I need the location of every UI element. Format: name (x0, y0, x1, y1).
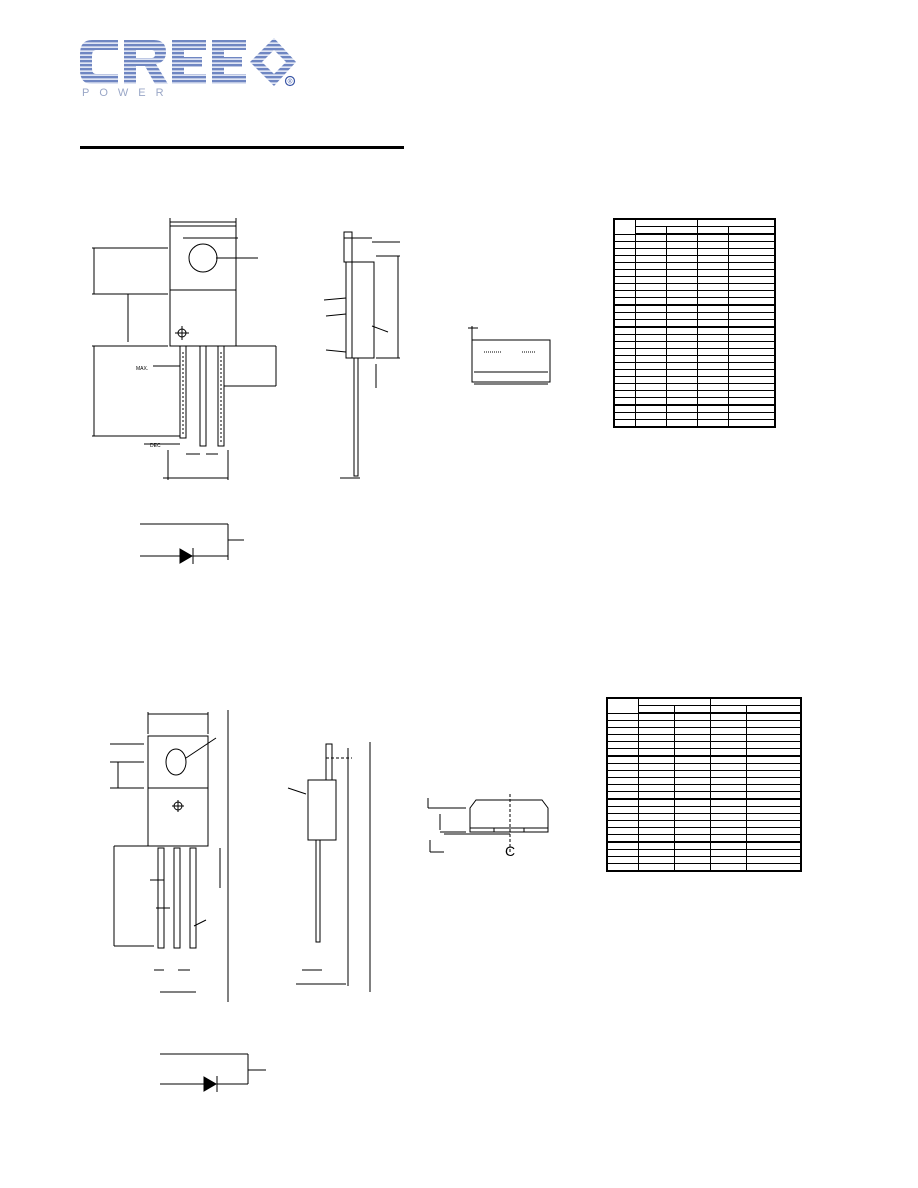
table-row (606, 727, 802, 735)
table-row (606, 813, 802, 821)
table-row (613, 369, 776, 377)
table-row (613, 404, 776, 413)
table-row (613, 255, 776, 263)
package1-front-view: MAX. DEC (92, 218, 277, 480)
table-row (613, 362, 776, 370)
table-row (613, 383, 776, 391)
dimension-table-2 (606, 697, 802, 872)
table-row (613, 262, 776, 270)
max-label: MAX. (136, 366, 148, 372)
table-row (606, 720, 802, 728)
table-row (606, 863, 802, 872)
table-row (613, 312, 776, 320)
table-row (606, 841, 802, 850)
table-row (606, 820, 802, 828)
table-row (606, 741, 802, 749)
table-row (606, 755, 802, 764)
table-row (613, 290, 776, 298)
table-row (606, 791, 802, 800)
table-row (613, 304, 776, 313)
cree-logo: ® (80, 38, 296, 87)
table-row (613, 326, 776, 335)
package2-schematic (160, 1053, 266, 1092)
table-row (606, 827, 802, 835)
table-row (613, 355, 776, 363)
package1-schematic (140, 523, 244, 564)
table-row (613, 319, 776, 328)
table-row (613, 241, 776, 249)
table-row (606, 770, 802, 778)
table-row (613, 334, 776, 342)
table-row (613, 341, 776, 349)
package2-side-view (287, 742, 371, 992)
table-row (613, 297, 776, 306)
table-row (606, 748, 802, 757)
table-row (606, 798, 802, 807)
table-row (606, 763, 802, 771)
table-row (613, 283, 776, 291)
package1-side-view (323, 231, 400, 479)
package1-end-view (468, 326, 551, 385)
table-row (606, 777, 802, 785)
table-row (613, 412, 776, 420)
dec-label: DEC (150, 443, 161, 449)
table-row (613, 419, 776, 428)
logo-subtitle: POWER (82, 87, 174, 99)
table-row (613, 390, 776, 398)
table-row (606, 734, 802, 742)
table-row (613, 348, 776, 356)
table-row (613, 248, 776, 256)
table-row (613, 397, 776, 406)
table-row (606, 712, 802, 721)
package2-end-view: C (427, 794, 549, 859)
package2-front-view (110, 710, 229, 1002)
table-row (613, 269, 776, 277)
table-row (613, 276, 776, 284)
table-row (606, 856, 802, 864)
table-row (606, 849, 802, 857)
dimension-table-1 (613, 218, 776, 428)
table-row (613, 376, 776, 384)
table-row (613, 233, 776, 242)
c-label: C (505, 843, 515, 859)
table-row (606, 834, 802, 843)
table-row (606, 784, 802, 792)
registered-mark: ® (288, 78, 293, 86)
header-rule (80, 146, 404, 149)
table-row (606, 806, 802, 814)
